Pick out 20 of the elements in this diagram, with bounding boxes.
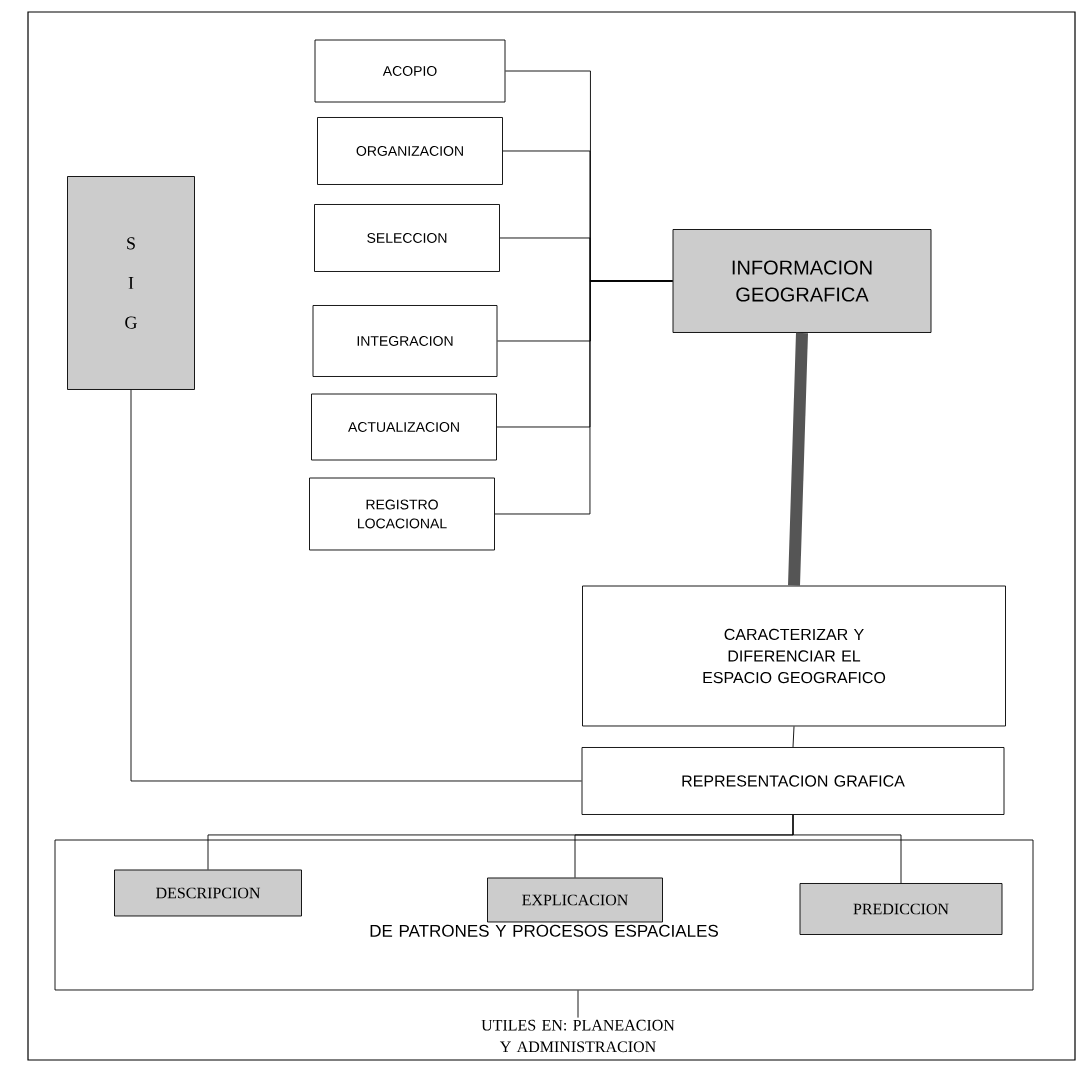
connector-line [792, 814, 902, 884]
shaded-box: DESCRIPCION [114, 869, 302, 917]
process-box: ACOPIO [314, 39, 506, 103]
process-box: ORGANIZACION [317, 117, 503, 185]
process-box: ACTUALIZACION [311, 393, 497, 461]
shaded-box: S I G [67, 176, 195, 390]
process-box: INTEGRACION [312, 305, 498, 377]
shaded-box: INFORMACION GEOGRAFICA [672, 229, 932, 333]
thick-bar [788, 332, 808, 586]
connector-line [130, 389, 582, 782]
shaded-box: PREDICCION [799, 883, 1003, 935]
process-box: REGISTRO LOCACIONAL [309, 477, 495, 551]
process-box: REPRESENTACION GRAFICA [581, 747, 1005, 815]
note-text: UTILES EN: PLANEACION Y ADMINISTRACION [481, 1019, 675, 1053]
shaded-box: EXPLICACION [487, 877, 663, 923]
connector-line [577, 990, 579, 1019]
connector-line [792, 726, 795, 748]
process-box: SELECCION [314, 204, 500, 272]
process-box: CARACTERIZAR Y DIFERENCIAR EL ESPACIO GEOGRAFICO [582, 585, 1006, 727]
connector-line [494, 280, 673, 515]
